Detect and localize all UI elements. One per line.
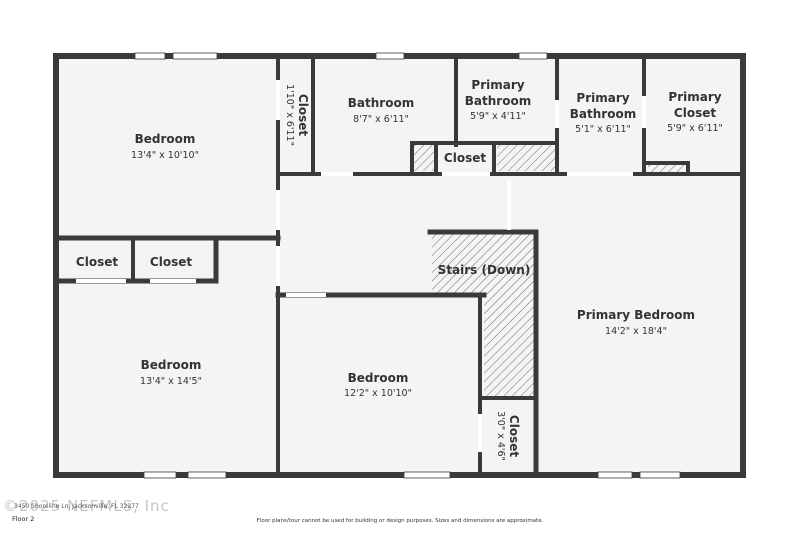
door-opening (76, 279, 126, 283)
room-label-primary-bath-1-line2: Bathroom (465, 94, 531, 108)
door-opening (150, 279, 196, 283)
room-label-primary-closet-line2: Closet (674, 106, 716, 120)
room-dim-bedroom-nw: 13'4" x 10'10" (131, 150, 199, 161)
window (375, 52, 405, 60)
door-opening (442, 172, 490, 176)
floor-label: Floor 2 (12, 515, 35, 523)
room-dim-primary-bedroom: 14'2" x 18'4" (605, 326, 667, 337)
room-dim-bathroom: 8'7" x 6'11" (353, 114, 409, 125)
room-dim-bedroom-sw: 13'4" x 14'5" (140, 376, 202, 387)
door-opening (555, 100, 559, 128)
room-dim-bedroom-center: 12'2" x 10'10" (344, 388, 412, 399)
window (639, 471, 681, 479)
door-opening (276, 246, 280, 286)
chase-hatch-left (414, 145, 434, 171)
window (143, 471, 177, 479)
door-opening (478, 414, 482, 452)
door-opening (567, 172, 633, 176)
chase-hatch-small (648, 163, 684, 172)
window (403, 471, 451, 479)
room-label-primary-bath-2-line2: Bathroom (570, 107, 636, 121)
room-label-bedroom-sw: Bedroom (141, 358, 202, 372)
window (172, 52, 218, 60)
door-opening (321, 172, 353, 176)
room-label-closet-small: Closet (507, 415, 521, 457)
room-labels: Bedroom 13'4" x 10'10" Closet 1'10" x 6'… (76, 78, 723, 461)
room-dim-primary-bath-1: 5'9" x 4'11" (470, 111, 526, 122)
watermark: ©2025 NEFMLS, Inc (3, 497, 170, 515)
room-label-closet-left: Closet (76, 255, 118, 269)
room-label-bedroom-nw: Bedroom (135, 132, 196, 146)
door-opening (642, 96, 646, 128)
openings (76, 52, 681, 479)
stairs-hatch (432, 232, 534, 396)
door-opening (507, 180, 511, 230)
door-opening (286, 293, 326, 297)
room-label-bedroom-center: Bedroom (348, 371, 409, 385)
window (134, 52, 166, 60)
window (597, 471, 633, 479)
disclaimer: Floor plans/tour cannot be used for buil… (256, 518, 544, 524)
room-label-stairs: Stairs (Down) (438, 263, 531, 277)
hatched-areas (414, 145, 684, 396)
room-label-primary-bedroom: Primary Bedroom (577, 308, 695, 322)
window (187, 471, 227, 479)
room-label-primary-bath-2-line1: Primary (576, 91, 629, 105)
door-opening (276, 80, 280, 120)
room-dim-closet-small: 3'0" x 4'6" (495, 411, 506, 461)
room-label-closet-vertical: Closet (296, 94, 310, 136)
floor-area (55, 55, 744, 476)
room-label-bathroom: Bathroom (348, 96, 414, 110)
door-opening (276, 190, 280, 230)
room-label-primary-closet-line1: Primary (668, 90, 721, 104)
chase-hatch-right (497, 145, 555, 171)
room-dim-primary-bath-2: 5'1" x 6'11" (575, 124, 631, 135)
room-label-closet-hall: Closet (444, 151, 486, 165)
room-label-closet-right: Closet (150, 255, 192, 269)
window (518, 52, 548, 60)
room-dim-primary-closet: 5'9" x 6'11" (667, 123, 723, 134)
address-text: 3450 Shoreline Ln, Jacksonville, FL 3227… (14, 503, 139, 510)
room-dim-closet-vertical: 1'10" x 6'11" (284, 84, 295, 146)
room-label-primary-bath-1-line1: Primary (471, 78, 524, 92)
